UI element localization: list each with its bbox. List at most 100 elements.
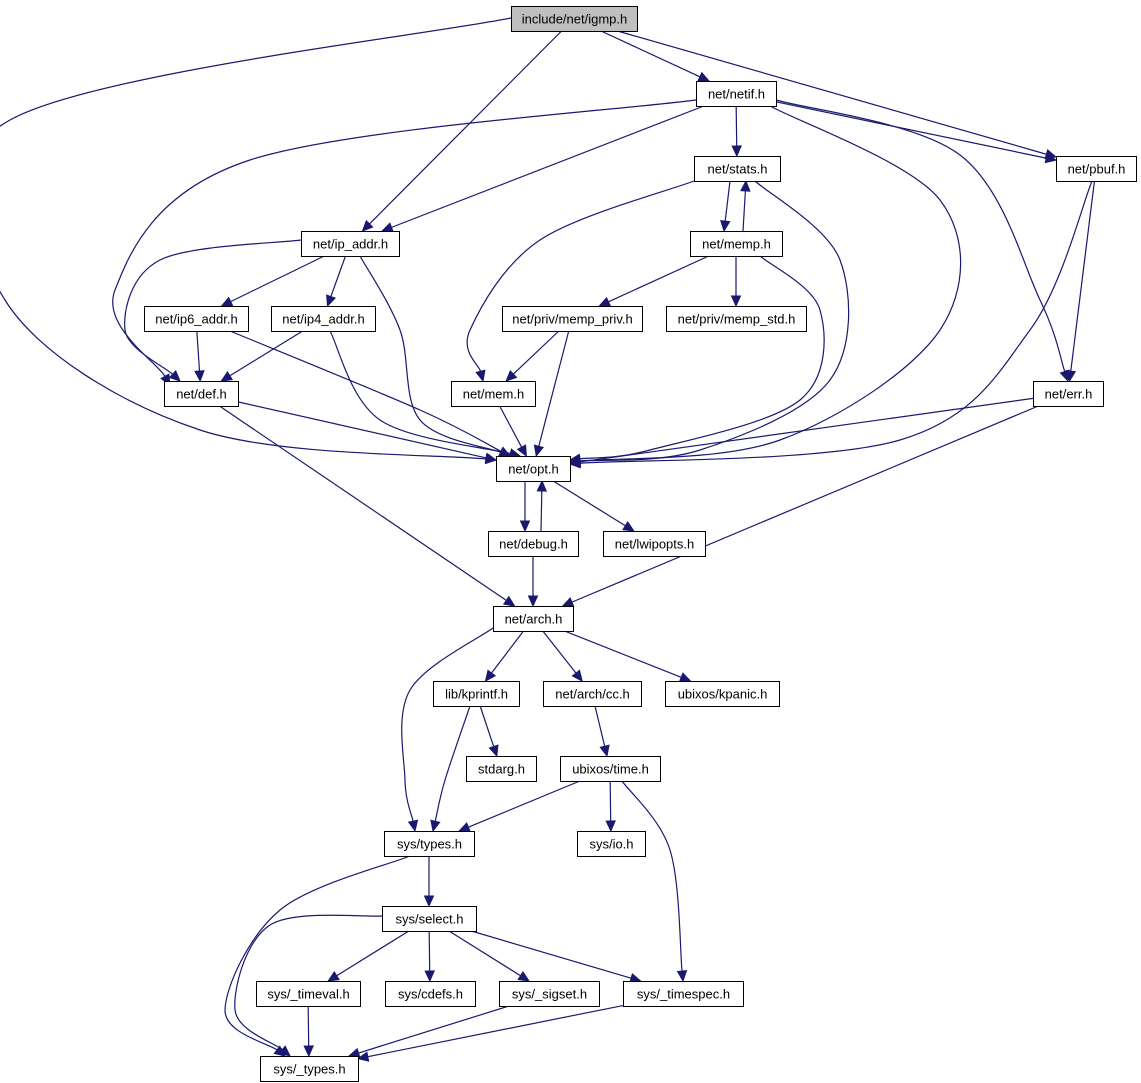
arrowhead-icon (571, 669, 583, 682)
node-box (666, 306, 807, 332)
arrowhead-icon (697, 71, 711, 82)
node-arch[interactable]: net/arch.h (493, 606, 574, 632)
node-netif[interactable]: net/netif.h (696, 81, 777, 107)
node-sigset[interactable]: sys/_sigset.h (499, 981, 600, 1007)
edge-memp-to-memp_priv (598, 255, 709, 307)
node-timespec[interactable]: sys/_timespec.h (623, 981, 744, 1007)
node-label: net/priv/memp_std.h (678, 312, 796, 327)
edge-line (600, 30, 701, 78)
arrowhead-icon (424, 970, 435, 983)
node-label: net/priv/memp_priv.h (512, 312, 632, 327)
arrowhead-icon (536, 479, 548, 492)
arrowhead-icon (220, 371, 234, 382)
node-label: net/ip_addr.h (313, 237, 388, 252)
edge-select-to-_types (234, 914, 383, 1057)
edge-line (336, 930, 410, 977)
edge-line (367, 1004, 624, 1058)
node-label: sys/_timeval.h (267, 987, 349, 1002)
edge-arch-to-kprintf (484, 630, 524, 682)
edge-opt-to-lwipopts (552, 480, 635, 532)
node-box (301, 231, 400, 257)
edge-line (499, 405, 523, 448)
node-memp-std[interactable]: net/priv/memp_std.h (666, 306, 807, 332)
arrowhead-icon (475, 369, 486, 383)
edge-kprintf-to-stdarg (479, 705, 499, 758)
node-pbuf[interactable]: net/pbuf.h (1056, 156, 1137, 182)
edge-line (307, 1005, 310, 1047)
edge-memp-to-opt (568, 255, 825, 464)
edge-ip_addr-to-ip6_addr (220, 255, 325, 307)
edge-igmp-to-opt (0, 17, 512, 465)
edge-igmp-to-pbuf (617, 30, 1058, 160)
node-label: ubixos/kpanic.h (678, 687, 768, 702)
node-box (164, 381, 239, 407)
edge-line (0, 17, 512, 460)
edge-time-to-io (605, 780, 616, 833)
node-box (511, 6, 638, 32)
node-box (665, 681, 780, 707)
node-time[interactable]: ubixos/time.h (560, 756, 661, 782)
edge-err-to-opt (568, 397, 1034, 468)
edge-debug-to-arch (527, 556, 539, 608)
node-mem[interactable]: net/mem.h (451, 381, 536, 407)
edge-ip_addr-to-ip4_addr (326, 255, 347, 308)
node-box (603, 531, 706, 557)
edge-netif-to-err (775, 99, 1070, 383)
node-label: net/err.h (1045, 387, 1093, 402)
edge-line (579, 397, 1034, 463)
node-ip4-addr[interactable]: net/ip4_addr.h (271, 306, 376, 332)
node-label: sys/_types.h (273, 1062, 345, 1077)
edge-line (196, 330, 201, 372)
edge-timeval-to-_types (303, 1005, 314, 1058)
edge-line (468, 780, 581, 828)
node--types[interactable]: sys/_types.h (260, 1056, 359, 1082)
node-cdefs[interactable]: sys/cdefs.h (385, 981, 476, 1007)
node-kprintf[interactable]: lib/kprintf.h (433, 681, 520, 707)
node-err[interactable]: net/err.h (1033, 381, 1104, 407)
node-label: net/stats.h (708, 162, 768, 177)
node-lwipopts[interactable]: net/lwipopts.h (603, 531, 706, 557)
arrowhead-icon (326, 294, 337, 308)
node-opt[interactable]: net/opt.h (496, 456, 571, 482)
edge-line (359, 255, 501, 453)
node-io[interactable]: sys/io.h (577, 831, 646, 857)
node-cc[interactable]: net/arch/cc.h (543, 681, 642, 707)
arrowhead-icon (356, 1051, 370, 1062)
edge-sigset-to-_types (347, 1005, 510, 1058)
arrowhead-icon (327, 970, 340, 982)
edge-stats-to-memp (720, 180, 731, 233)
node-ip-addr[interactable]: net/ip_addr.h (301, 231, 400, 257)
arrowhead-icon (740, 179, 751, 192)
edge-memp_priv-to-mem (505, 330, 560, 382)
edge-line (428, 930, 431, 972)
node-debug[interactable]: net/debug.h (488, 531, 579, 557)
node-label: ubixos/time.h (572, 762, 649, 777)
node-memp-priv[interactable]: net/priv/memp_priv.h (502, 306, 643, 332)
node-stdarg[interactable]: stdarg.h (466, 756, 537, 782)
node-box (451, 381, 536, 407)
arrowhead-icon (533, 444, 544, 458)
node-select[interactable]: sys/select.h (382, 906, 477, 932)
node-memp[interactable]: net/memp.h (690, 231, 783, 257)
node-box (499, 981, 600, 1007)
arrowhead-icon (1065, 369, 1077, 383)
arrowhead-icon (519, 520, 531, 533)
node-ip6-addr[interactable]: net/ip6_addr.h (144, 306, 249, 332)
edge-line (434, 705, 471, 822)
node-kpanic[interactable]: ubixos/kpanic.h (665, 681, 780, 707)
edge-line (609, 780, 612, 822)
edge-line (617, 30, 1047, 155)
arrowhead-icon (220, 296, 234, 307)
node-types[interactable]: sys/types.h (384, 831, 475, 857)
node-stats[interactable]: net/stats.h (694, 156, 781, 182)
node-timeval[interactable]: sys/_timeval.h (256, 981, 361, 1007)
edge-memp_priv-to-opt (533, 330, 570, 458)
arrowhead-icon (423, 895, 435, 908)
edge-line (112, 99, 697, 377)
edge-arch-to-cc (542, 630, 583, 682)
arrowhead-icon (605, 820, 616, 833)
arrowhead-icon (517, 970, 531, 982)
node-box (260, 1056, 359, 1082)
node-def[interactable]: net/def.h (164, 381, 239, 407)
edge-err-to-arch (561, 405, 1039, 607)
